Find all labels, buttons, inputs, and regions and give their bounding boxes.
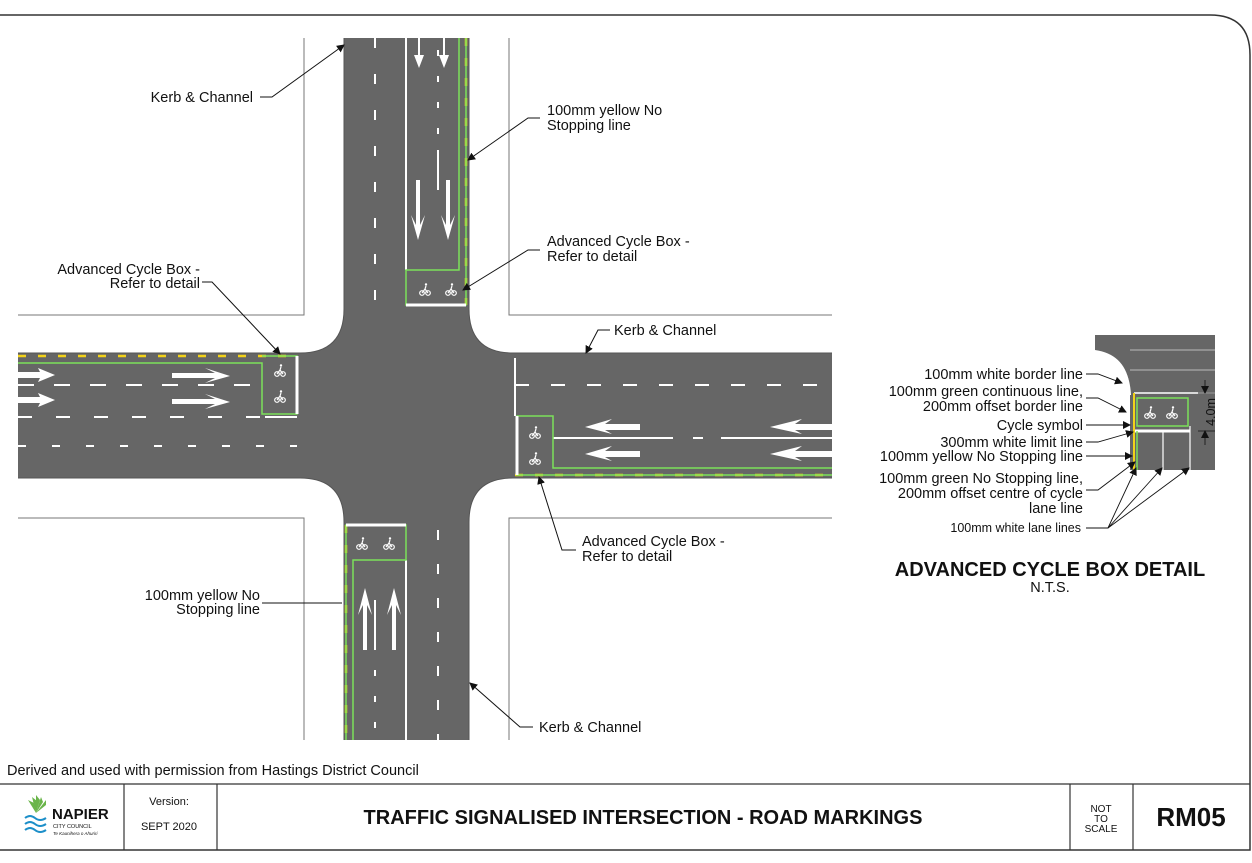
green-line-east — [516, 415, 832, 476]
logo-name: NAPIER — [52, 806, 109, 823]
detail-yellow-line: 100mm yellow No Stopping line — [880, 449, 1083, 465]
green-line-west — [18, 355, 298, 415]
west-lane-markings — [18, 384, 297, 447]
detail-cycle-symbol: Cycle symbol — [997, 418, 1083, 434]
boundary-lines — [18, 38, 832, 740]
detail-title: ADVANCED CYCLE BOX DETAIL — [895, 559, 1205, 581]
detail-limit-line: 300mm white limit line — [940, 435, 1083, 451]
detail-green-cont-2: 200mm offset border line — [923, 399, 1083, 415]
label-yellow-bottom-1: 100mm yellow No — [145, 588, 260, 604]
kerb-lines — [18, 38, 832, 740]
detail-labels: 100mm white border line 100mm green cont… — [879, 367, 1205, 596]
label-kerb-right: Kerb & Channel — [614, 323, 716, 339]
detail-lane-lines: 100mm white lane lines — [950, 521, 1081, 535]
logo-waves-icon — [24, 815, 47, 833]
west-arrows — [18, 368, 230, 409]
version-label: Version: — [149, 796, 189, 808]
main-labels: Kerb & Channel 100mm yellow No Stopping … — [57, 90, 724, 736]
label-acb-top-2: Refer to detail — [547, 249, 637, 265]
detail-leaders — [1086, 373, 1190, 529]
south-lane-markings — [374, 530, 439, 740]
detail-green-ns-3: lane line — [1029, 501, 1083, 517]
label-acb-top-1: Advanced Cycle Box - — [547, 234, 690, 250]
version-value: SEPT 2020 — [141, 821, 197, 833]
label-yellow-top-2: Stopping line — [547, 118, 631, 134]
logo-tag: Te Kaunihera o Ahuriri — [53, 831, 98, 836]
main-leaders — [202, 44, 610, 728]
detail-green-ns-2: 200mm offset centre of cycle — [898, 486, 1083, 502]
east-arrows — [585, 419, 832, 461]
road-surface — [18, 38, 832, 740]
label-yellow-top-1: 100mm yellow No — [547, 103, 662, 119]
scale-line-2: TO — [1094, 814, 1108, 825]
label-acb-bottom-2: Refer to detail — [582, 549, 672, 565]
sheet-title: TRAFFIC SIGNALISED INTERSECTION - ROAD M… — [364, 807, 923, 829]
label-acb-left-2: Refer to detail — [110, 276, 200, 292]
napier-logo: NAPIER CITY COUNCIL Te Kaunihera o Ahuri… — [24, 795, 109, 836]
green-line-south — [345, 524, 407, 740]
scale-line-1: NOT — [1090, 804, 1111, 815]
east-lane-markings — [514, 358, 832, 439]
label-acb-bottom-1: Advanced Cycle Box - — [582, 534, 725, 550]
detail-white-border: 100mm white border line — [924, 367, 1083, 383]
label-yellow-bottom-2: Stopping line — [176, 602, 260, 618]
detail-green-cont-1: 100mm green continuous line, — [889, 384, 1083, 400]
drawing-frame — [0, 14, 1251, 851]
detail-subtitle: N.T.S. — [1030, 580, 1069, 596]
title-block — [0, 783, 1250, 850]
label-acb-left-1: Advanced Cycle Box - — [57, 262, 200, 278]
label-kerb-top-left: Kerb & Channel — [151, 90, 253, 106]
credit-text: Derived and used with permission from Ha… — [7, 763, 419, 779]
detail-green-ns-1: 100mm green No Stopping line, — [879, 471, 1083, 487]
drawing-code: RM05 — [1156, 802, 1225, 832]
north-lane-markings — [374, 38, 439, 305]
cycle-box-detail: 4.0m — [1094, 335, 1218, 470]
detail-dimension: 4.0m — [1204, 398, 1218, 426]
logo-leaf-icon — [28, 795, 46, 813]
green-line-north — [405, 38, 467, 306]
label-kerb-bottom: Kerb & Channel — [539, 720, 641, 736]
north-arrows — [411, 38, 455, 240]
logo-sub: CITY COUNCIL — [53, 824, 92, 830]
scale-line-3: SCALE — [1085, 824, 1118, 835]
south-arrows — [358, 588, 401, 650]
